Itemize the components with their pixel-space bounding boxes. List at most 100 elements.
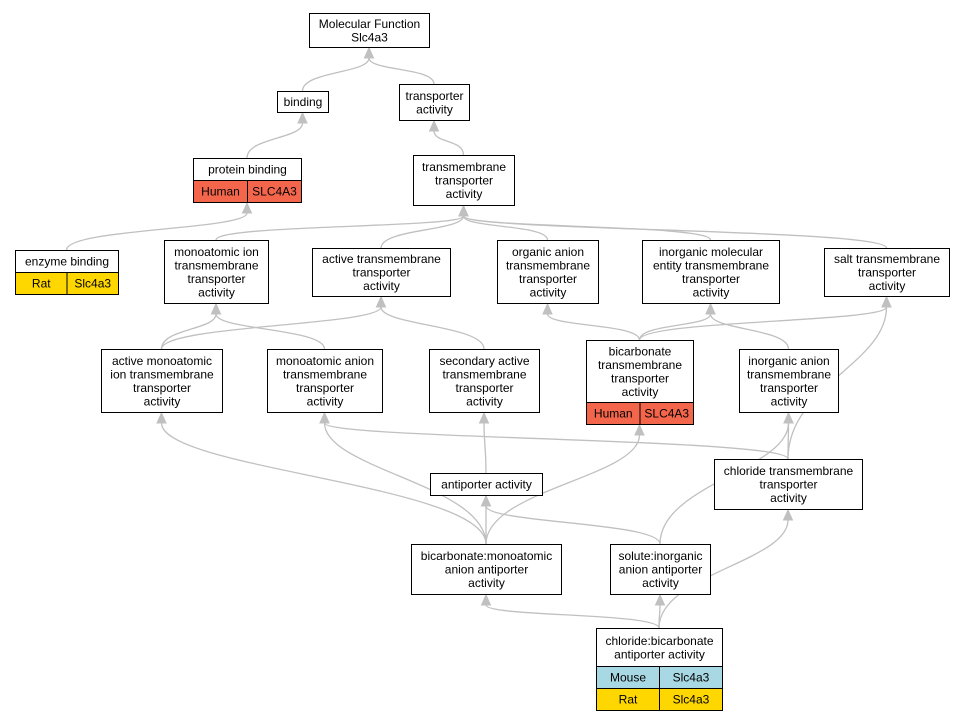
go-term-label: inorganic anion	[748, 354, 829, 368]
species-annotation-row: Human SLC4A3	[193, 180, 302, 203]
go-term-label: activity	[869, 279, 906, 293]
go-term-label: organic anion	[512, 245, 584, 259]
edge-solute_inorganic_antiporter-to-antiporter	[480, 494, 661, 545]
go-term-box	[714, 459, 863, 510]
go-term-box	[277, 91, 329, 113]
edge-inorganic_anion_tmt-to-inorganic_molecular_tmt	[705, 302, 790, 350]
go-term-label: transporter	[519, 272, 577, 286]
go-term-label: transmembrane	[598, 358, 682, 372]
go-term-label: bicarbonate	[609, 344, 672, 358]
edge-transporter-to-mf	[363, 46, 435, 85]
go-term-box	[642, 240, 780, 304]
species-label: Rat	[619, 693, 638, 707]
go-term-label: active monoatomic	[112, 354, 212, 368]
go-term-box	[309, 13, 430, 48]
go-term-label: transporter	[611, 371, 669, 385]
go-term-monoatomic_ion_tmt[interactable]: monoatomic iontransmembranetransporterac…	[164, 240, 269, 304]
go-term-box	[497, 240, 599, 304]
go-term-label: transporter	[187, 272, 245, 286]
gene-cell	[639, 402, 694, 425]
go-term-label: transporter	[760, 381, 818, 395]
go-term-monoatomic_anion_tmt[interactable]: monoatomic aniontransmembranetransporter…	[267, 349, 383, 413]
gene-cell	[247, 180, 302, 203]
gene-label: SLC4A3	[252, 185, 297, 199]
go-term-label: transmembrane	[174, 258, 258, 272]
go-term-label: binding	[284, 95, 323, 109]
go-term-label: activity	[693, 285, 730, 299]
go-term-label: activity	[363, 279, 400, 293]
go-term-label: entity transmembrane	[653, 258, 769, 272]
go-term-chloride_tmt[interactable]: chloride transmembranetransporteractivit…	[714, 459, 863, 510]
species-label: Rat	[32, 277, 51, 291]
edges	[65, 46, 892, 629]
go-term-label: bicarbonate:monoatomic	[421, 549, 552, 563]
go-term-label: activity	[446, 187, 483, 201]
go-term-box	[399, 84, 470, 121]
edge-chloride_tmt-to-monoatomic_anion_tmt	[319, 411, 789, 460]
edge-protein_binding-to-binding	[246, 111, 308, 159]
go-term-label: monoatomic ion	[174, 245, 259, 259]
go-term-label: chloride transmembrane	[724, 464, 854, 478]
edge-tmt-to-transporter	[428, 119, 465, 156]
go-term-label: activity	[642, 576, 679, 590]
go-term-label: transmembrane	[283, 367, 367, 381]
edge-bicarbonate_tmt-to-organic_anion_tmt	[542, 302, 641, 341]
go-term-box	[267, 349, 383, 413]
go-term-label: Molecular Function	[319, 17, 420, 31]
go-term-label: activity	[468, 576, 505, 590]
go-term-label: ion transmembrane	[110, 367, 214, 381]
edge-active_tmt-to-tmt	[380, 204, 469, 249]
go-term-label: activity	[307, 394, 344, 408]
species-label: Mouse	[610, 671, 646, 685]
go-term-label: anion antiporter	[445, 563, 528, 577]
gene-label: SLC4A3	[644, 407, 689, 421]
go-term-label: activity	[530, 285, 567, 299]
go-term-box	[610, 544, 711, 595]
species-label: Human	[201, 185, 240, 199]
edge-salt_tmt-to-tmt	[458, 204, 888, 249]
go-term-label: activity	[622, 385, 659, 399]
go-term-label: transmembrane	[422, 160, 506, 174]
go-term-inorganic_anion_tmt[interactable]: inorganic aniontransmembranetransportera…	[739, 349, 839, 413]
edge-binding-to-mf	[301, 46, 375, 92]
go-term-label: chloride:bicarbonate	[605, 634, 713, 648]
go-term-box	[824, 248, 950, 297]
go-term-label: transmembrane	[506, 258, 590, 272]
go-term-label: transmembrane	[442, 367, 526, 381]
go-term-label: activity	[198, 285, 235, 299]
go-term-box	[413, 155, 515, 206]
go-term-label: transporter	[858, 266, 916, 280]
go-term-bicarbonate_tmt[interactable]: bicarbonatetransmembranetransporteractiv…	[586, 340, 694, 425]
go-term-label: active transmembrane	[322, 252, 441, 266]
go-term-box	[596, 628, 723, 667]
go-term-label: antiporter activity	[614, 647, 705, 661]
go-term-binding[interactable]: binding	[277, 91, 329, 113]
go-term-antiporter[interactable]: antiporter activity	[430, 473, 543, 496]
go-term-box	[411, 544, 562, 595]
go-term-box	[312, 248, 451, 297]
go-term-label: transporter	[455, 381, 513, 395]
go-term-box	[429, 349, 540, 413]
edge-monoatomic_anion_tmt-to-monoatomic_ion_tmt	[210, 302, 326, 350]
go-term-secondary_active_tmt[interactable]: secondary activetransmembranetransporter…	[429, 349, 540, 413]
go-term-box	[586, 340, 694, 403]
go-term-label: anion antiporter	[619, 563, 702, 577]
go-term-label: transporter	[296, 381, 354, 395]
go-term-organic_anion_tmt[interactable]: organic aniontransmembranetransporteract…	[497, 240, 599, 304]
go-term-label: activity	[416, 102, 453, 116]
